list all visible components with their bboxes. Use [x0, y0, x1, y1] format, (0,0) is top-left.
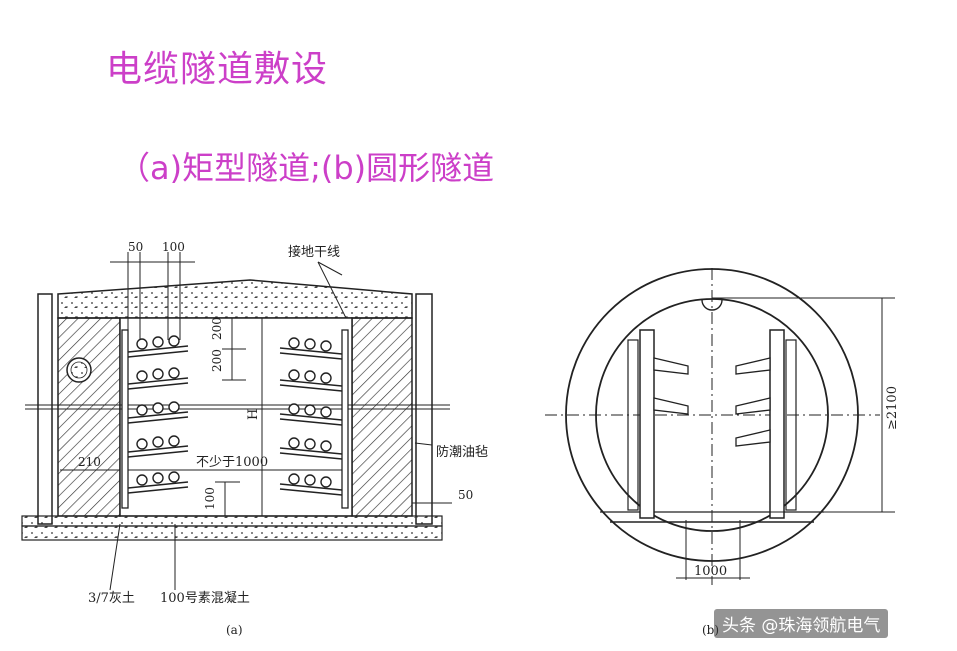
left-cable-racks [127, 335, 189, 494]
dim-100-bottom: 100 [203, 487, 217, 510]
rectangular-tunnel: 50 100 接地干线 200 200 H 不少于1000 100 210 防潮… [21, 240, 488, 637]
dim-200-lower: 200 [210, 349, 224, 372]
label-ground-wire: 接地干线 [288, 244, 340, 260]
dim-210: 210 [78, 455, 101, 469]
watermark: 头条 @珠海领航电气 [714, 609, 889, 638]
dim-h: H [246, 409, 261, 420]
caption-a: (a) [226, 623, 243, 637]
slide-subtitle: （a)矩型隧道;(b)圆形隧道 [118, 149, 495, 187]
slide-title: 电缆隧道敷设 [106, 49, 329, 90]
dim-50-top: 50 [128, 240, 143, 254]
dim-200-upper: 200 [210, 317, 224, 340]
dim-min-width: 不少于1000 [196, 455, 268, 470]
label-lime-soil: 3/7灰土 [88, 591, 135, 606]
circular-tunnel [545, 268, 895, 585]
label-waterproof-felt: 防潮油毡 [436, 444, 488, 460]
dim-100-top: 100 [162, 240, 185, 254]
dim-50-right: 50 [458, 488, 473, 502]
dim-height-2100: ≥2100 [885, 386, 900, 430]
right-cable-racks [279, 337, 343, 496]
dim-width-1000: 1000 [694, 564, 727, 579]
label-concrete: 100号素混凝土 [160, 590, 250, 606]
